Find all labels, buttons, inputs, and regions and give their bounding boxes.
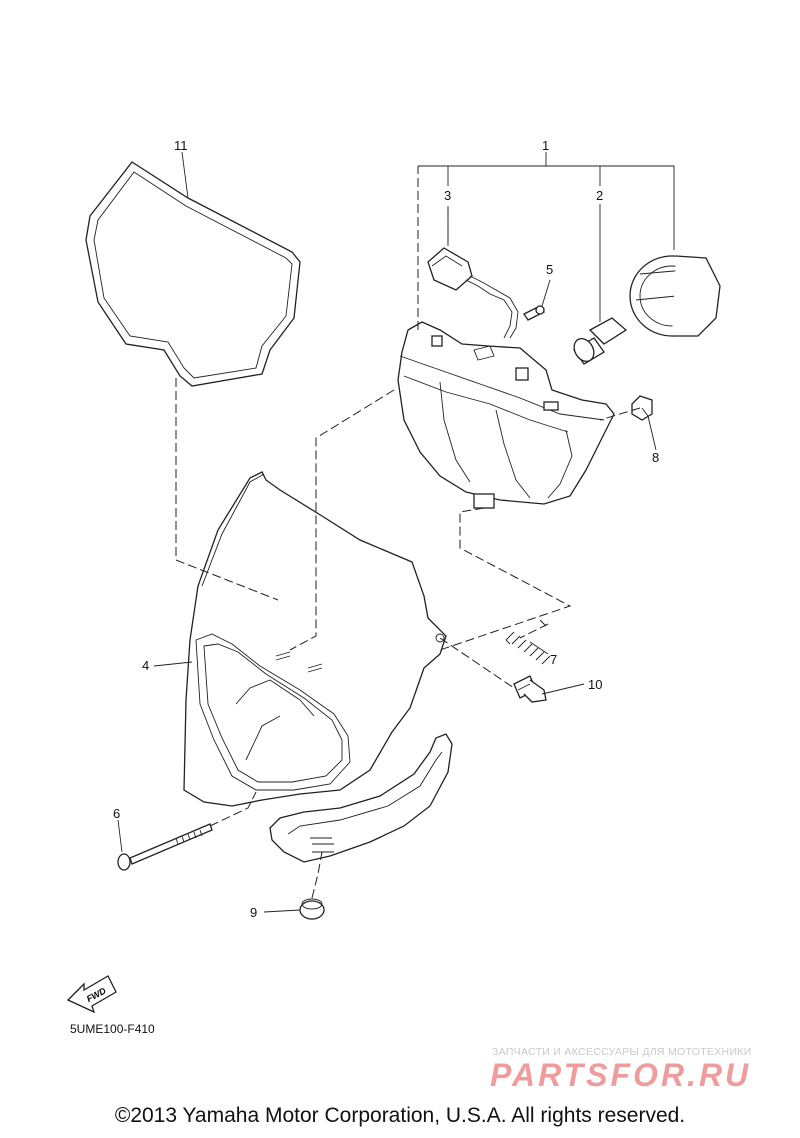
part-4-cowl (183, 471, 447, 807)
part-6-long-bolt (117, 823, 213, 871)
headlight-ring (629, 255, 721, 337)
assembly-lines (175, 166, 641, 899)
part-2-bulb (573, 317, 628, 365)
callout-8: 8 (652, 450, 659, 465)
headlight-housing (397, 321, 615, 509)
callout-6: 6 (113, 806, 120, 821)
watermark-caption: ЗАПЧАСТИ И АКСЕССУАРЫ ДЛЯ МОТОТЕХНИКИ (492, 1046, 752, 1058)
callout-3: 3 (444, 188, 451, 203)
callout-2: 2 (596, 188, 603, 203)
callout-1: 1 (542, 138, 549, 153)
lower-bracket (269, 733, 453, 863)
callout-labels: 1 2 3 4 5 6 7 8 9 10 11 (113, 138, 659, 920)
callout-11: 11 (174, 138, 188, 153)
part-11-gasket (85, 161, 301, 387)
watermark-logo: PARTSFOR.RU (490, 1058, 751, 1092)
part-9-grommet (299, 898, 325, 920)
copyright-notice: ©2013 Yamaha Motor Corporation, U.S.A. A… (114, 1104, 686, 1127)
callout-9: 9 (250, 905, 257, 920)
callout-10: 10 (588, 677, 602, 692)
fwd-arrow-icon: FWD (66, 975, 117, 1014)
drawing-code: 5UME100-F410 (70, 1022, 155, 1036)
leader-lines (117, 151, 675, 913)
part-5-screw (523, 305, 545, 321)
part-3-harness (427, 247, 519, 339)
part-10-bolt (513, 675, 547, 703)
callout-5: 5 (546, 262, 553, 277)
part-7-spring (505, 619, 551, 665)
callout-7: 7 (550, 652, 557, 667)
watermark-logo-text: PARTSFOR.RU (490, 1058, 751, 1092)
callout-4: 4 (142, 658, 149, 673)
